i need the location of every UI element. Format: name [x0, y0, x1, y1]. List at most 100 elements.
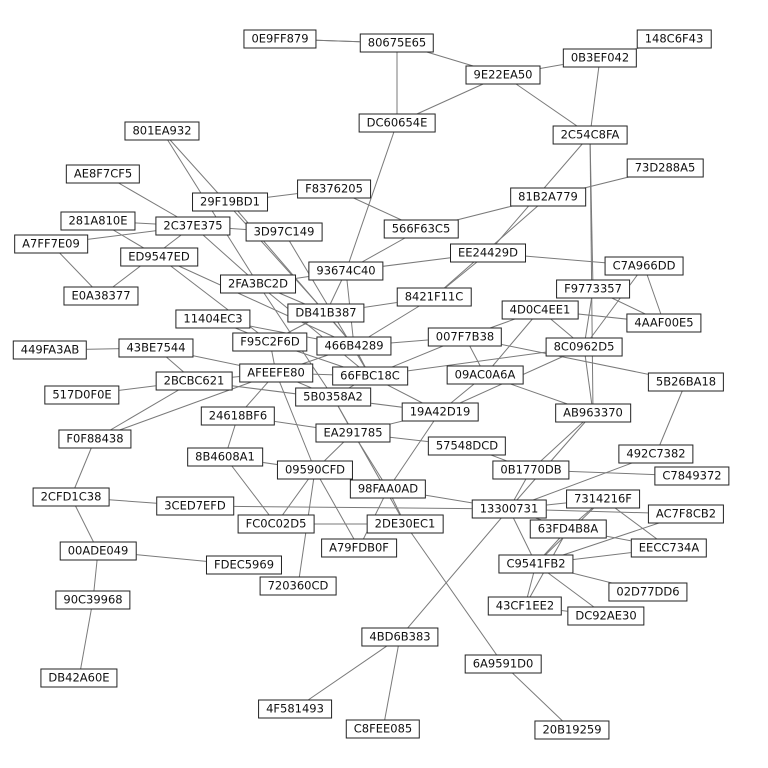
node-801EA932[interactable]: 801EA932	[124, 121, 200, 141]
node-517D0F0E[interactable]: 517D0F0E	[44, 385, 120, 405]
node-F9773357[interactable]: F9773357	[556, 279, 630, 299]
node-7314216F[interactable]: 7314216F	[566, 489, 640, 509]
node-C7849372[interactable]: C7849372	[654, 466, 730, 486]
edge-13300731-4BD6B383	[399, 508, 510, 638]
node-09AC0A6A[interactable]: 09AC0A6A	[446, 365, 524, 385]
node-9E22EA50[interactable]: 9E22EA50	[465, 65, 541, 85]
node-466B4289[interactable]: 466B4289	[316, 336, 392, 356]
node-8C0962D5[interactable]: 8C0962D5	[545, 337, 623, 357]
node-A7FF7E09[interactable]: A7FF7E09	[14, 234, 88, 254]
node-FC0C02D5[interactable]: FC0C02D5	[237, 514, 315, 534]
edge-AFEEFE80-F0F88438	[94, 372, 277, 440]
node-4D0C4EE1[interactable]: 4D0C4EE1	[501, 300, 579, 320]
node-A79FDB0F[interactable]: A79FDB0F	[321, 538, 397, 558]
node-24618BF6[interactable]: 24618BF6	[200, 406, 276, 426]
node-6A9591D0[interactable]: 6A9591D0	[464, 654, 542, 674]
node-DC60654E[interactable]: DC60654E	[358, 113, 436, 133]
node-AFEEFE80[interactable]: AFEEFE80	[239, 363, 313, 383]
node-DB41B387[interactable]: DB41B387	[287, 303, 365, 323]
edge-492C7382-5B26BA18	[655, 381, 687, 455]
node-73D288A5[interactable]: 73D288A5	[626, 158, 704, 178]
node-2C54C8FA[interactable]: 2C54C8FA	[552, 125, 628, 145]
node-F95C2F6D[interactable]: F95C2F6D	[232, 332, 308, 352]
edge-DC60654E-93674C40	[345, 122, 398, 272]
node-ED9547ED[interactable]: ED9547ED	[120, 247, 198, 267]
node-66FBC18C[interactable]: 66FBC18C	[332, 366, 408, 386]
node-C7A966DD[interactable]: C7A966DD	[604, 256, 684, 276]
node-3CED7EFD[interactable]: 3CED7EFD	[156, 496, 234, 516]
node-AC7F8CB2[interactable]: AC7F8CB2	[647, 504, 725, 524]
node-00ADE049[interactable]: 00ADE049	[59, 541, 137, 561]
node-EE24429D[interactable]: EE24429D	[450, 243, 526, 263]
node-C8FEE085[interactable]: C8FEE085	[345, 719, 421, 739]
node-5B0358A2[interactable]: 5B0358A2	[295, 387, 371, 407]
node-57548DCD[interactable]: 57548DCD	[427, 436, 507, 456]
node-0B1770DB[interactable]: 0B1770DB	[492, 460, 570, 480]
node-2C37E375[interactable]: 2C37E375	[155, 216, 231, 236]
node-43BE7544[interactable]: 43BE7544	[118, 338, 194, 358]
node-3D97C149[interactable]: 3D97C149	[245, 222, 323, 242]
node-720360CD[interactable]: 720360CD	[259, 576, 337, 596]
node-29F19BD1[interactable]: 29F19BD1	[192, 192, 268, 212]
node-80675E65[interactable]: 80675E65	[359, 33, 435, 53]
node-13300731[interactable]: 13300731	[471, 499, 547, 519]
node-20B19259[interactable]: 20B19259	[534, 720, 610, 740]
node-C9541FB2[interactable]: C9541FB2	[498, 554, 574, 574]
node-DB42A60E[interactable]: DB42A60E	[40, 668, 118, 688]
node-5B26BA18[interactable]: 5B26BA18	[647, 372, 725, 392]
node-0E9FF879[interactable]: 0E9FF879	[243, 29, 317, 49]
node-8421F11C[interactable]: 8421F11C	[396, 287, 472, 307]
edge-2FA3BC2D-66FBC18C	[257, 283, 371, 377]
edge-2BCBC621-F0F88438	[94, 380, 195, 440]
node-E0A38377[interactable]: E0A38377	[63, 286, 139, 306]
node-566F63C5[interactable]: 566F63C5	[383, 219, 459, 239]
node-4F581493[interactable]: 4F581493	[258, 699, 332, 719]
edge-2C54C8FA-AB963370	[589, 134, 594, 414]
node-EA291785[interactable]: EA291785	[315, 423, 391, 443]
node-007F7B38[interactable]: 007F7B38	[427, 327, 503, 347]
edge-4D0C4EE1-09AC0A6A	[484, 309, 541, 376]
node-4BD6B383[interactable]: 4BD6B383	[361, 627, 439, 647]
edge-19A42D19-98FAA0AD	[387, 411, 441, 490]
edge-F9773357-8C0962D5	[583, 288, 594, 348]
edge-09590CFD-A79FDB0F	[314, 469, 360, 549]
node-93674C40[interactable]: 93674C40	[308, 261, 384, 281]
node-81B2A779[interactable]: 81B2A779	[510, 187, 586, 207]
edge-ED9547ED-F95C2F6D	[158, 256, 271, 343]
node-09590CFD[interactable]: 09590CFD	[276, 460, 354, 480]
node-02D77DD6[interactable]: 02D77DD6	[608, 582, 688, 602]
node-DC92AE30[interactable]: DC92AE30	[567, 606, 645, 626]
node-8B4608A1[interactable]: 8B4608A1	[187, 447, 263, 467]
node-AE8F7CF5[interactable]: AE8F7CF5	[65, 164, 141, 184]
edge-2DE30EC1-6A9591D0	[404, 523, 504, 665]
node-F8376205[interactable]: F8376205	[297, 179, 371, 199]
node-FDEC5969[interactable]: FDEC5969	[205, 555, 283, 575]
node-2FA3BC2D[interactable]: 2FA3BC2D	[220, 274, 296, 294]
node-19A42D19[interactable]: 19A42D19	[401, 402, 479, 422]
node-148C6F43[interactable]: 148C6F43	[636, 29, 712, 49]
edge-C7A966DD-8C0962D5	[583, 265, 645, 348]
node-F0F88438[interactable]: F0F88438	[58, 429, 132, 449]
edge-8C0962D5-AB963370	[583, 346, 594, 414]
node-0B3EF042[interactable]: 0B3EF042	[562, 48, 638, 68]
node-AB963370[interactable]: AB963370	[555, 403, 631, 423]
edge-90C39968-DB42A60E	[78, 599, 94, 679]
node-281A810E[interactable]: 281A810E	[60, 211, 136, 231]
node-90C39968[interactable]: 90C39968	[55, 590, 131, 610]
node-43CF1EE2[interactable]: 43CF1EE2	[487, 596, 563, 616]
node-2DE30EC1[interactable]: 2DE30EC1	[366, 514, 444, 534]
node-2BCBC621[interactable]: 2BCBC621	[155, 371, 233, 391]
node-63FD4B8A[interactable]: 63FD4B8A	[529, 519, 607, 539]
node-4AAF00E5[interactable]: 4AAF00E5	[626, 313, 702, 333]
node-492C7382[interactable]: 492C7382	[618, 444, 694, 464]
node-449FA3AB[interactable]: 449FA3AB	[12, 340, 88, 360]
edge-9E22EA50-2C54C8FA	[502, 74, 591, 136]
node-98FAA0AD[interactable]: 98FAA0AD	[349, 479, 427, 499]
edge-4BD6B383-C8FEE085	[382, 636, 401, 730]
edge-4BD6B383-4F581493	[294, 636, 401, 710]
node-EECC734A[interactable]: EECC734A	[630, 538, 708, 558]
node-2CFD1C38[interactable]: 2CFD1C38	[32, 487, 110, 507]
node-11404EC3[interactable]: 11404EC3	[175, 309, 251, 329]
